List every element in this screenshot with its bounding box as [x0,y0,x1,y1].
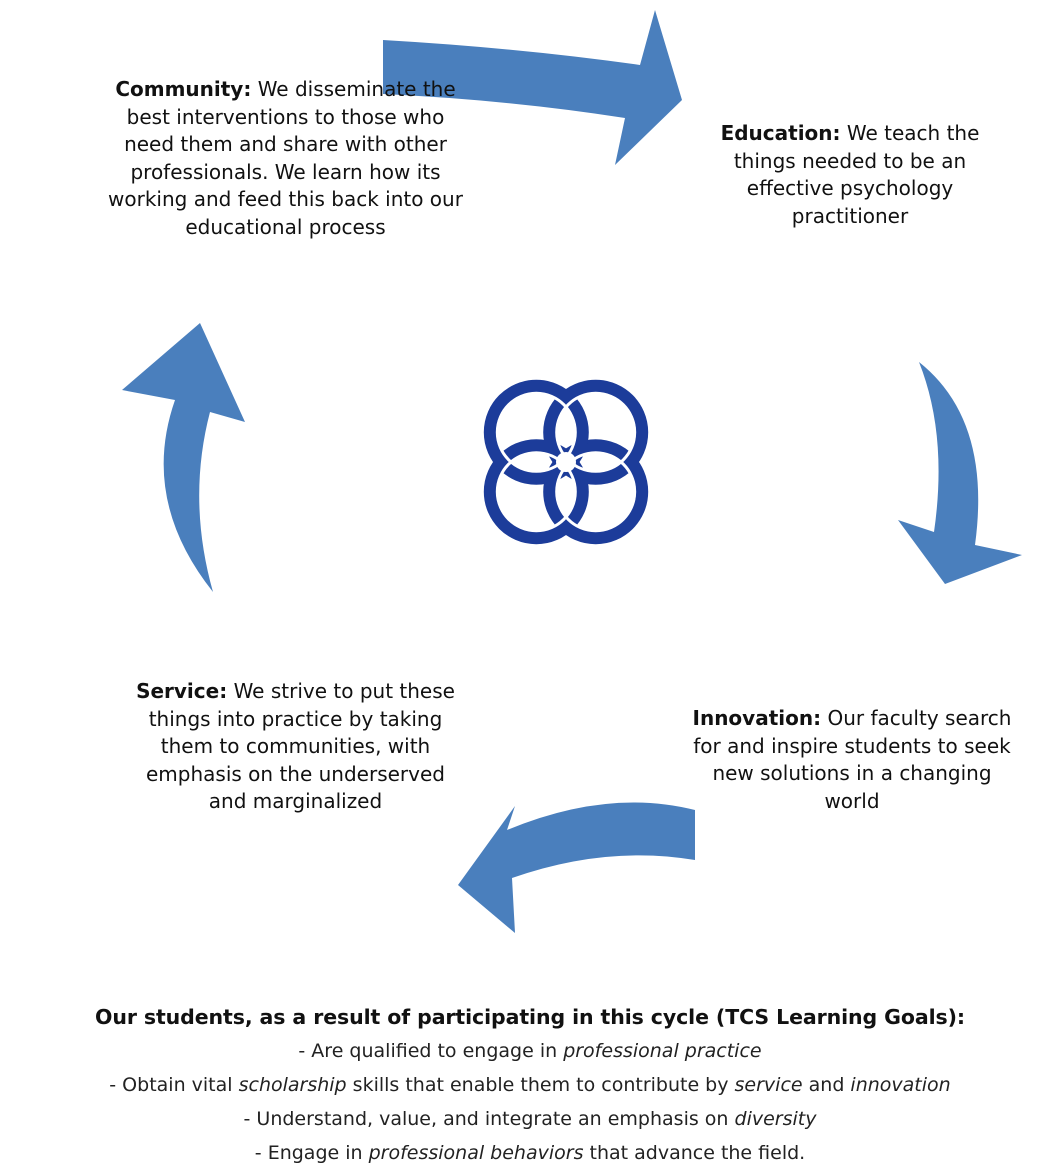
goal-item: - Understand, value, and integrate an em… [0,1102,1060,1136]
learning-goals: Our students, as a result of participati… [0,1000,1060,1170]
education-title: Education: [720,121,841,145]
community-stage-text: Community: We disseminate the best inter… [108,76,463,241]
cycle-diagram [122,10,1022,933]
arrow-bottom [458,802,695,933]
goal-text: and [802,1074,851,1096]
service-stage-text: Service: We strive to put these things i… [128,678,463,816]
arrow-left [122,323,245,592]
goal-emphasis: professional practice [563,1040,762,1062]
goal-text: that advance the field. [583,1142,806,1164]
innovation-title: Innovation: [692,706,822,730]
goal-emphasis: innovation [850,1074,951,1096]
goal-item: - Obtain vital scholarship skills that e… [0,1068,1060,1102]
goal-emphasis: professional behaviors [368,1142,584,1164]
arrow-right [898,362,1022,584]
arrow-top [383,10,682,165]
community-title: Community: [115,77,252,101]
goal-emphasis: diversity [734,1108,817,1130]
goal-text: - Understand, value, and integrate an em… [243,1108,735,1130]
goal-item: - Engage in professional behaviors that … [0,1136,1060,1170]
goal-item: - Are qualified to engage in professiona… [0,1034,1060,1068]
education-body: We teach the things needed to be an effe… [733,121,980,228]
service-body: We strive to put these things into pract… [146,679,455,813]
goal-emphasis: service [734,1074,803,1096]
education-stage-text: Education: We teach the things needed to… [700,120,1000,230]
innovation-stage-text: Innovation: Our faculty search for and i… [692,705,1012,815]
goal-text: - Are qualified to engage in [298,1040,564,1062]
goals-heading: Our students, as a result of participati… [95,1005,965,1029]
service-title: Service: [136,679,228,703]
innovation-body: Our faculty search for and inspire stude… [693,706,1012,813]
goal-text: skills that enable them to contribute by [346,1074,735,1096]
goal-emphasis: scholarship [238,1074,347,1096]
community-body: We disseminate the best interventions to… [108,77,463,239]
goal-text: - Obtain vital [109,1074,239,1096]
goal-text: - Engage in [254,1142,369,1164]
